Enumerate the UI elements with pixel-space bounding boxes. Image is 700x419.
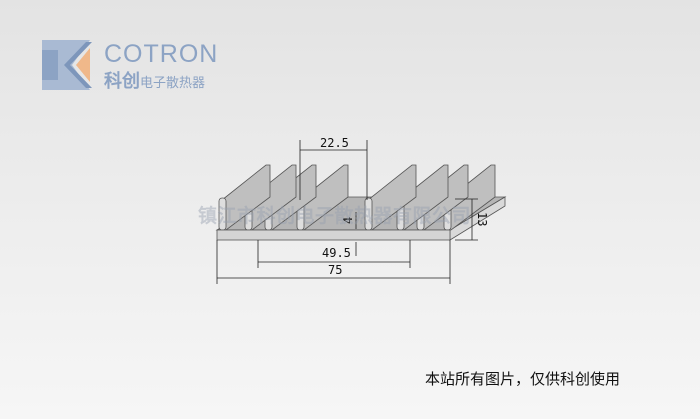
usage-notice: 本站所有图片，仅供科创使用 [425,370,621,388]
dim-base-thickness: 4 [341,217,355,224]
dim-height: 13 [475,212,489,226]
brand-name: COTRON [104,40,219,68]
watermark-text: 镇江市科创电子散热器有限公司 [198,205,472,227]
cotron-logo-icon [42,40,92,90]
brand-subtitle: 电子散热器 [140,76,206,91]
heatsink-profile [215,164,507,241]
dim-fin-spacing: 22.5 [320,136,349,150]
dim-total-width: 75 [328,263,342,277]
dimension-lines [216,140,478,284]
brand-cn: 科创电子散热器 [104,67,205,93]
dim-inner-width: 49.5 [322,246,351,260]
brand-cn-name: 科创 [104,71,140,92]
